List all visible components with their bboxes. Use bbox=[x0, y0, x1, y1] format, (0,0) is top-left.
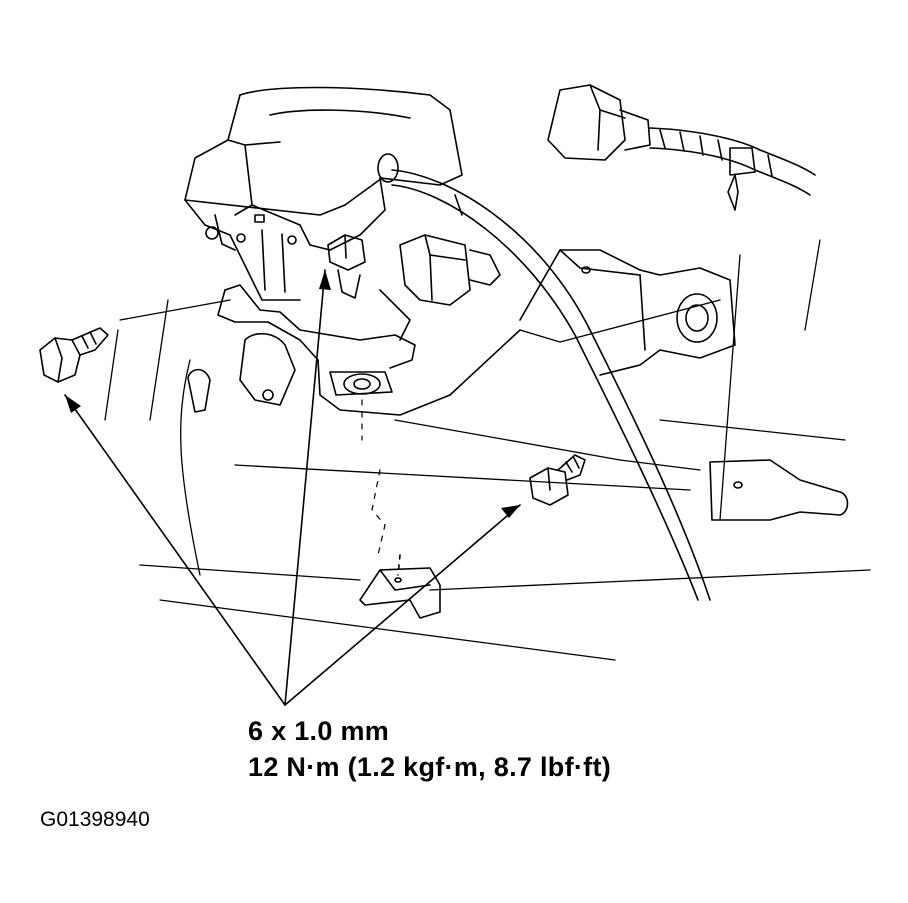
lower-mount-tab bbox=[360, 555, 440, 618]
bolt-right-icon bbox=[530, 455, 585, 505]
bolt-size-label: 6 x 1.0 mm bbox=[248, 716, 390, 746]
bolt-left-icon bbox=[40, 328, 108, 382]
mounting-bracket bbox=[188, 285, 520, 415]
leader-arrowheads bbox=[65, 270, 520, 518]
torque-spec-label: 12 N·m (1.2 kgf·m, 8.7 lbf·ft) bbox=[248, 752, 612, 782]
unit-connectors bbox=[380, 235, 500, 340]
harness-connector bbox=[548, 85, 815, 210]
floor-panel-lines bbox=[105, 240, 870, 660]
right-stud bbox=[710, 460, 848, 520]
bolt-center-icon bbox=[328, 235, 365, 298]
right-bracket bbox=[520, 250, 735, 375]
figure-id-label: G01398940 bbox=[40, 808, 150, 831]
control-cable bbox=[392, 170, 710, 600]
leader-lines bbox=[65, 270, 520, 705]
alignment-lines bbox=[362, 400, 385, 555]
control-unit bbox=[185, 88, 462, 301]
